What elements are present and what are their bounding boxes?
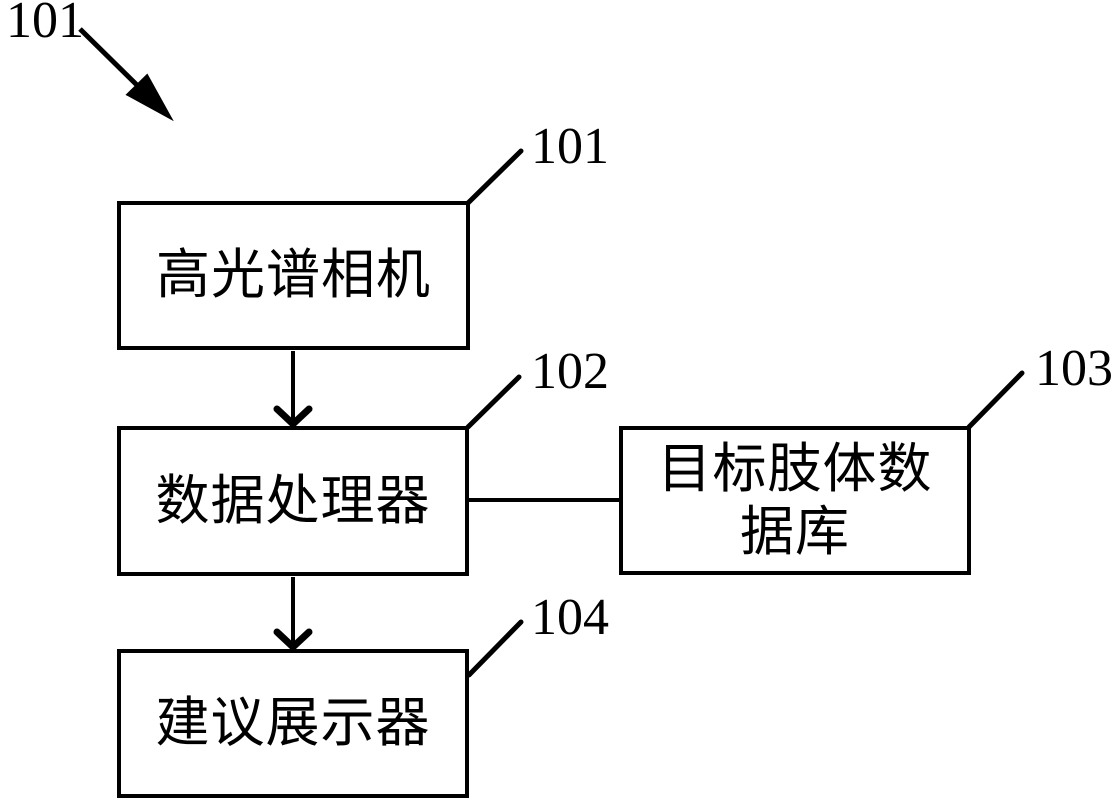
node-data-processor: 数据处理器 xyxy=(117,426,469,576)
system-ref-label: 101 xyxy=(6,0,84,49)
arrow-camera-to-processor-icon xyxy=(273,351,313,428)
node-target-limb-database: 目标肢体数据库 xyxy=(619,426,971,575)
node-data-processor-label: 数据处理器 xyxy=(155,470,431,531)
ref-label-display: 104 xyxy=(531,589,609,646)
leader-line-101 xyxy=(465,148,524,206)
node-suggestion-display-label: 建议展示器 xyxy=(155,693,431,754)
node-suggestion-display: 建议展示器 xyxy=(117,649,469,798)
node-target-limb-database-label: 目标肢体数据库 xyxy=(657,439,933,562)
ref-label-database: 103 xyxy=(1035,340,1113,397)
node-hyperspectral-camera-label: 高光谱相机 xyxy=(156,245,431,306)
ref-label-processor: 102 xyxy=(531,343,609,400)
ref-label-camera: 101 xyxy=(531,118,609,175)
arrow-processor-to-display-icon xyxy=(273,577,313,651)
leader-line-102 xyxy=(465,374,522,430)
node-hyperspectral-camera: 高光谱相机 xyxy=(117,201,470,350)
leader-line-103 xyxy=(966,370,1025,430)
system-reference-arrow-icon xyxy=(78,27,174,122)
leader-line-104 xyxy=(466,619,524,678)
